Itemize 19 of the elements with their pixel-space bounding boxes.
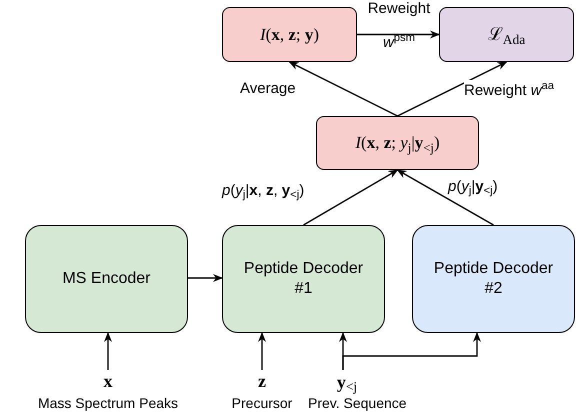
input-caption: Prev. Sequence [308, 396, 407, 410]
arrow [357, 30, 440, 38]
arrow [396, 169, 494, 226]
arrow [104, 332, 112, 370]
arrow [397, 61, 508, 117]
encoder-box: MS Encoder [25, 225, 188, 333]
arrow [288, 61, 398, 117]
arrow [303, 169, 398, 226]
edge-label: Reweight w$^{psm}$ [366, 0, 432, 53]
arrow [258, 332, 266, 370]
decoder-box: Peptide Decoder #2 [412, 225, 575, 333]
input-caption: Mass Spectrum Peaks [38, 396, 178, 410]
formula-box: I(x, z; y$_{j}$|y$_{<j}$) [316, 116, 479, 170]
formula-box: I(x, z; y) [222, 7, 357, 62]
loss-box: ℒ$_{Ada}$ [439, 7, 574, 62]
arrow [342, 332, 481, 370]
decoder-box: Peptide Decoder #1 [222, 225, 385, 333]
input-caption: Precursor [232, 396, 292, 410]
arrow [188, 274, 223, 282]
